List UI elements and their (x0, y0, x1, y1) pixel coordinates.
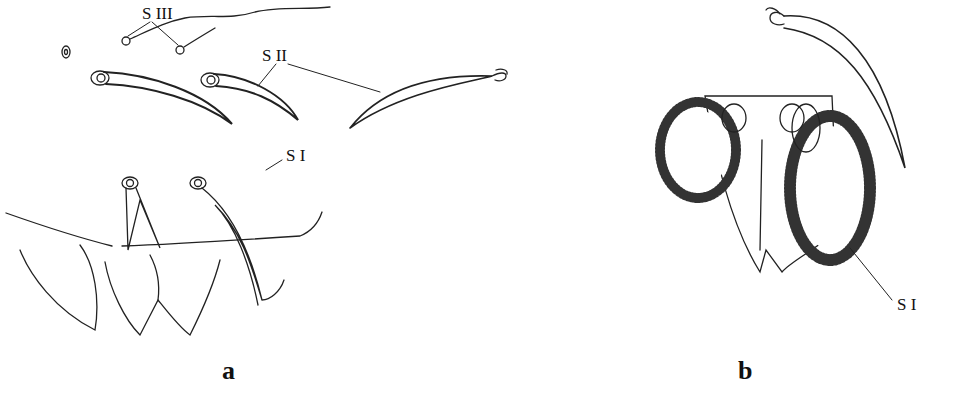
panel-letter: a (222, 358, 235, 384)
seta-label: S II (262, 47, 287, 64)
seta-label: S I (286, 147, 305, 164)
seta-label: S I (897, 296, 916, 313)
panel-letter: b (738, 358, 752, 384)
seta-label: S III (142, 5, 173, 22)
